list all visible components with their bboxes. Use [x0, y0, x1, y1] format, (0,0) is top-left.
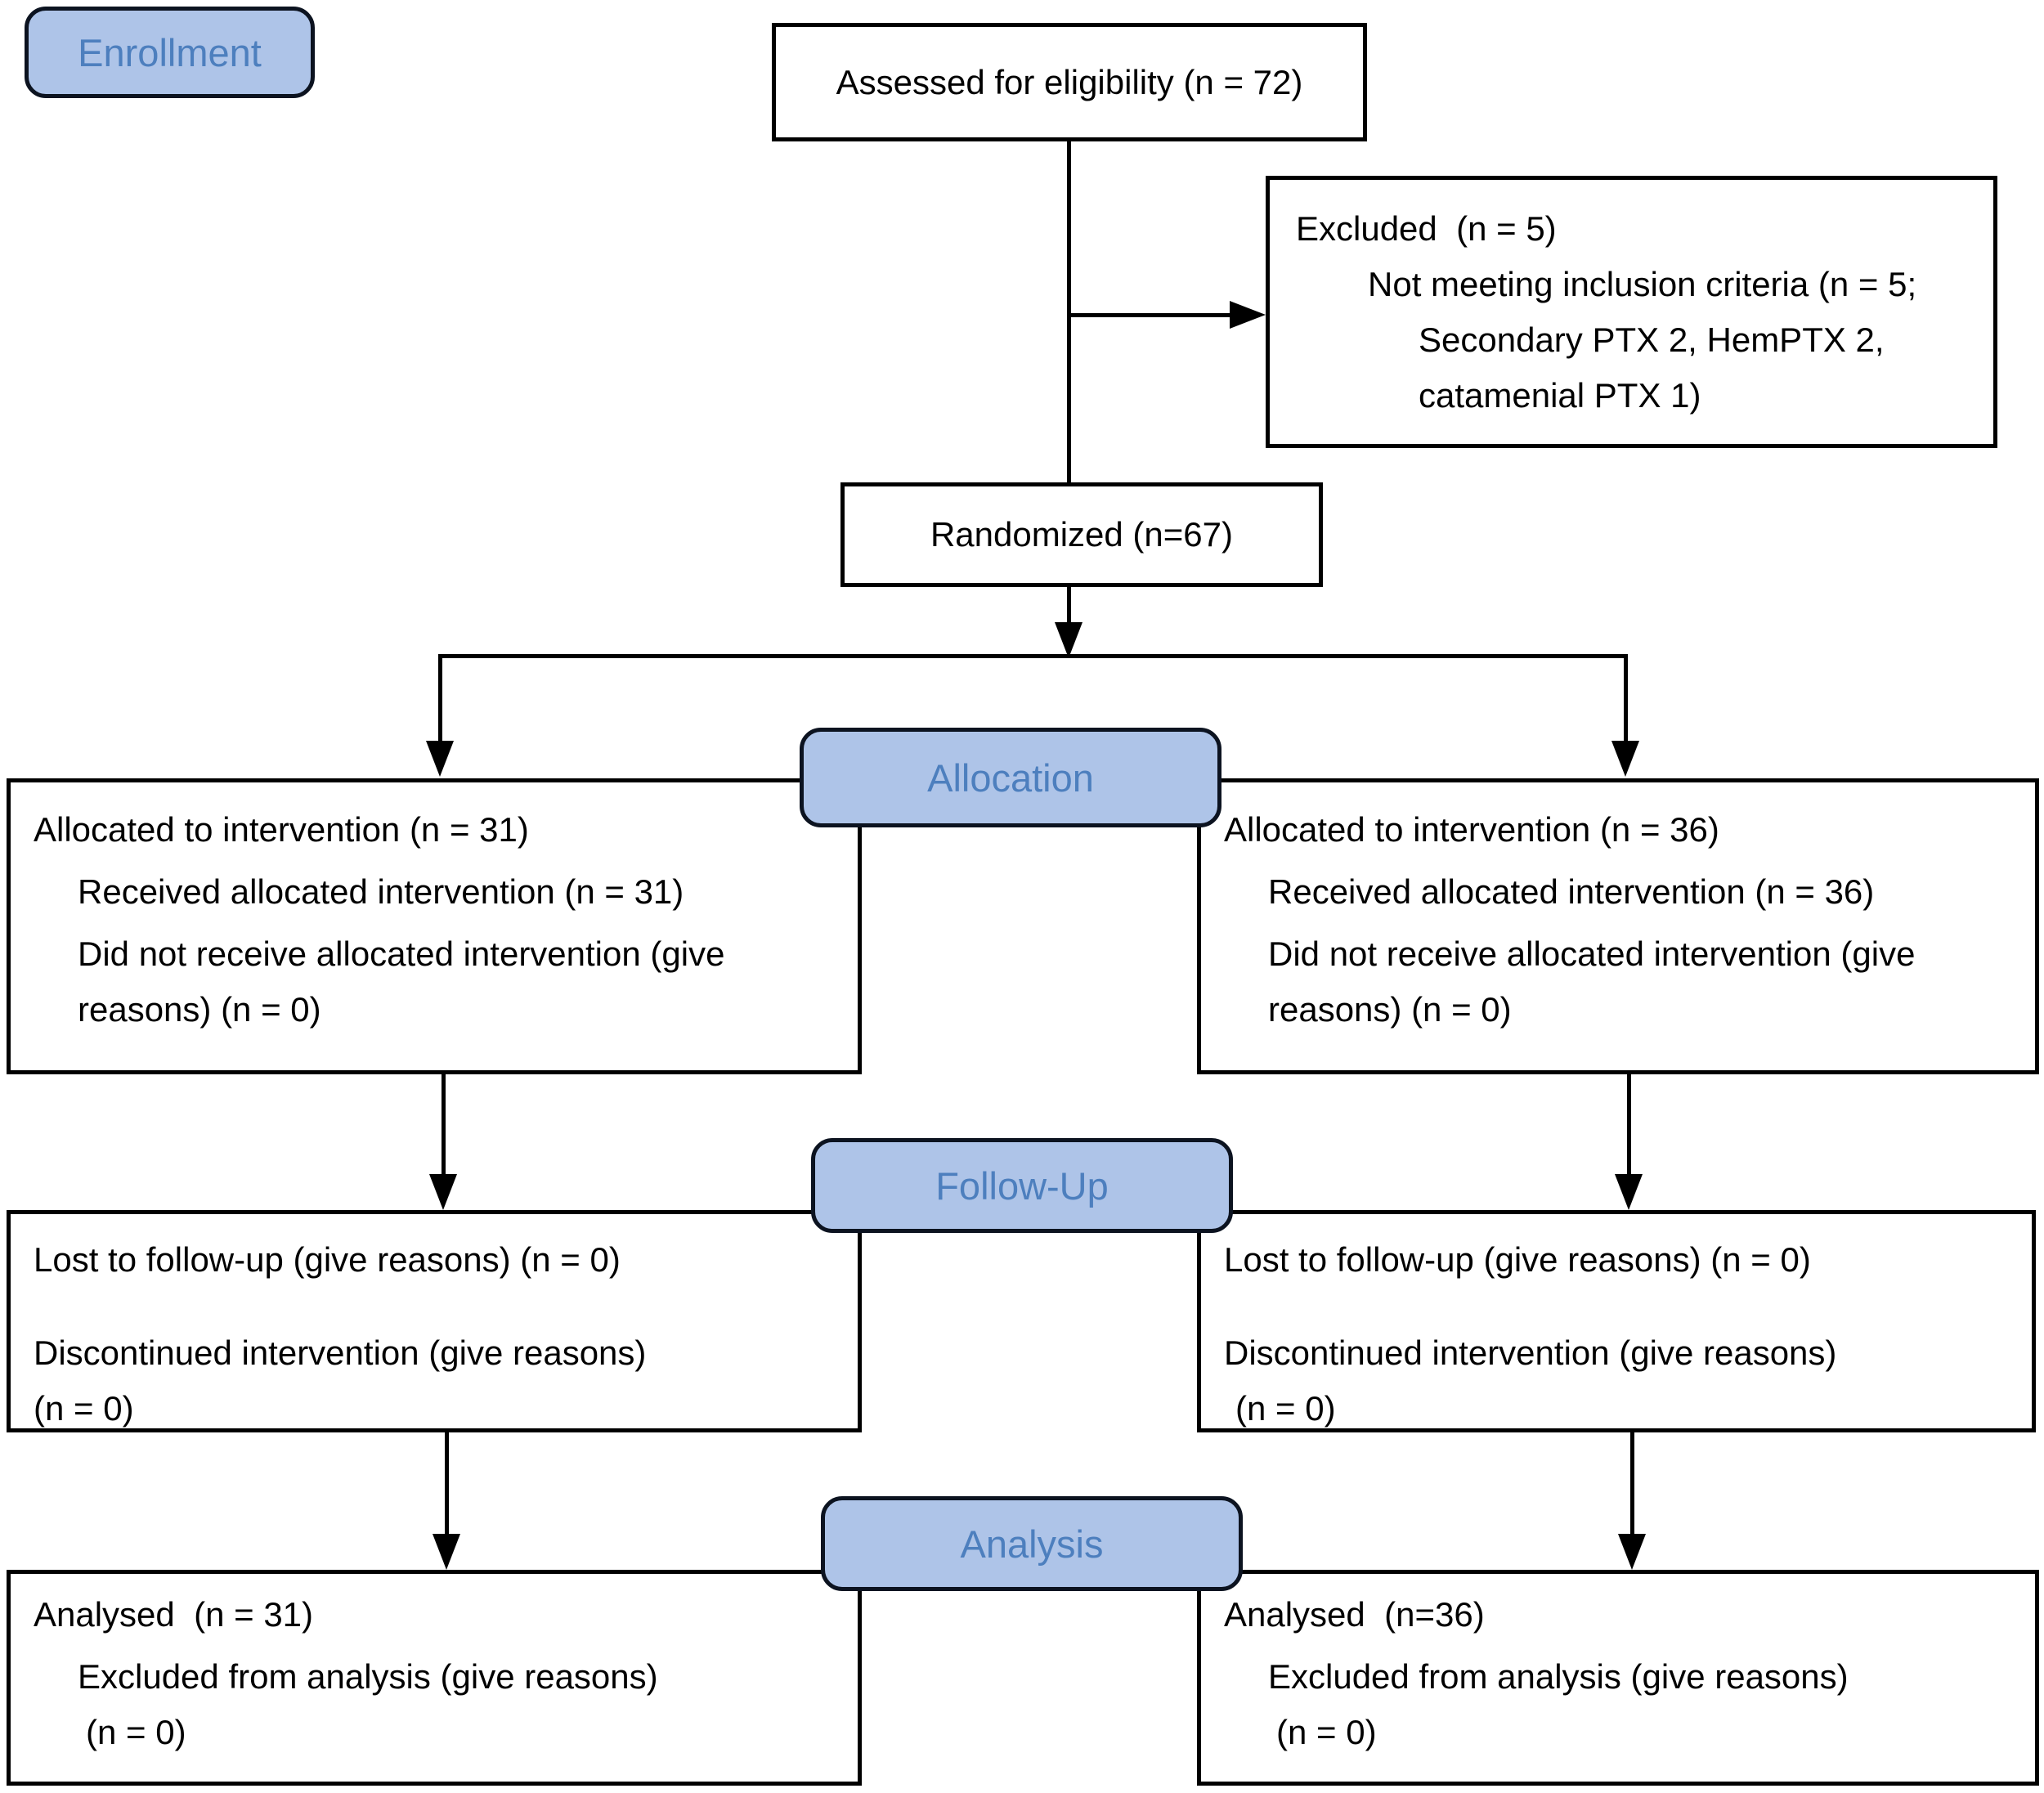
allocation-left-line: Did not receive allocated intervention (…	[78, 935, 735, 1029]
analysis-stage-text: Analysis	[960, 1522, 1104, 1566]
allocation-stage-text: Allocation	[927, 755, 1094, 800]
connector-alloc-to-fu-left	[442, 1074, 446, 1177]
arrowhead-analysis-right	[1618, 1534, 1646, 1570]
followup-right-line: (n = 0)	[1235, 1389, 1336, 1428]
arrowhead-excluded	[1230, 301, 1266, 329]
connector-fu-to-analysis-left	[445, 1432, 449, 1537]
allocation-right-line: Did not receive allocated intervention (…	[1268, 935, 1925, 1029]
followup-left-box: Lost to follow-up (give reasons) (n = 0)…	[7, 1210, 862, 1432]
enrollment-stage-label: Enrollment	[25, 7, 315, 98]
allocation-stage-label: Allocation	[800, 728, 1221, 827]
allocation-right-box: Allocated to intervention (n = 36) Recei…	[1197, 778, 2039, 1074]
analysis-left-line: Excluded from analysis (give reasons)	[78, 1657, 658, 1696]
enrollment-stage-text: Enrollment	[78, 30, 262, 74]
excluded-line: Not meeting inclusion criteria (n = 5;	[1368, 265, 1917, 303]
assessed-box: Assessed for eligibility (n = 72)	[772, 23, 1367, 141]
connector-randomized-to-split	[1067, 587, 1071, 628]
connector-split-to-alloc-left	[438, 654, 442, 746]
followup-left-line: Lost to follow-up (give reasons) (n = 0)	[34, 1240, 621, 1279]
analysis-left-box: Analysed (n = 31) Excluded from analysis…	[7, 1570, 862, 1786]
allocation-left-line: Received allocated intervention (n = 31)	[78, 872, 684, 911]
followup-stage-label: Follow-Up	[811, 1138, 1233, 1233]
excluded-line: Excluded (n = 5)	[1296, 209, 1557, 248]
analysis-left-line: Analysed (n = 31)	[34, 1595, 314, 1634]
analysis-right-line: Analysed (n=36)	[1224, 1595, 1485, 1634]
connector-fu-to-analysis-right	[1630, 1432, 1634, 1537]
analysis-right-line: Excluded from analysis (give reasons)	[1268, 1657, 1849, 1696]
excluded-line: catamenial PTX 1)	[1419, 376, 1701, 415]
excluded-box: Excluded (n = 5) Not meeting inclusion c…	[1266, 176, 1997, 448]
excluded-line: Secondary PTX 2, HemPTX 2,	[1419, 320, 1885, 359]
followup-stage-text: Follow-Up	[935, 1163, 1109, 1208]
followup-right-line: Lost to follow-up (give reasons) (n = 0)	[1224, 1240, 1811, 1279]
allocation-right-line: Allocated to intervention (n = 36)	[1224, 810, 1719, 849]
arrowhead-alloc-right	[1611, 741, 1639, 777]
followup-left-line: Discontinued intervention (give reasons)	[34, 1334, 647, 1372]
allocation-left-line: Allocated to intervention (n = 31)	[34, 810, 529, 849]
randomized-box: Randomized (n=67)	[840, 482, 1323, 587]
connector-assessed-to-randomized	[1067, 141, 1071, 484]
followup-left-line: (n = 0)	[34, 1389, 134, 1428]
analysis-right-line: (n = 0)	[1276, 1713, 1377, 1751]
arrowhead-alloc-left	[426, 741, 454, 777]
arrowhead-analysis-left	[433, 1534, 460, 1570]
analysis-right-box: Analysed (n=36) Excluded from analysis (…	[1197, 1570, 2039, 1786]
connector-split-to-alloc-right	[1624, 654, 1628, 746]
followup-right-line: Discontinued intervention (give reasons)	[1224, 1334, 1837, 1372]
randomized-text: Randomized (n=67)	[930, 515, 1234, 554]
allocation-left-box: Allocated to intervention (n = 31) Recei…	[7, 778, 862, 1074]
arrowhead-fu-left	[429, 1174, 457, 1210]
analysis-stage-label: Analysis	[821, 1496, 1243, 1591]
analysis-left-line: (n = 0)	[86, 1713, 186, 1751]
split-line	[438, 654, 1628, 658]
arrowhead-split	[1055, 622, 1083, 658]
arrowhead-fu-right	[1615, 1174, 1643, 1210]
connector-to-excluded	[1069, 313, 1242, 317]
followup-right-box: Lost to follow-up (give reasons) (n = 0)…	[1197, 1210, 2036, 1432]
assessed-text: Assessed for eligibility (n = 72)	[836, 62, 1303, 101]
allocation-right-line: Received allocated intervention (n = 36)	[1268, 872, 1875, 911]
connector-alloc-to-fu-right	[1627, 1074, 1631, 1177]
